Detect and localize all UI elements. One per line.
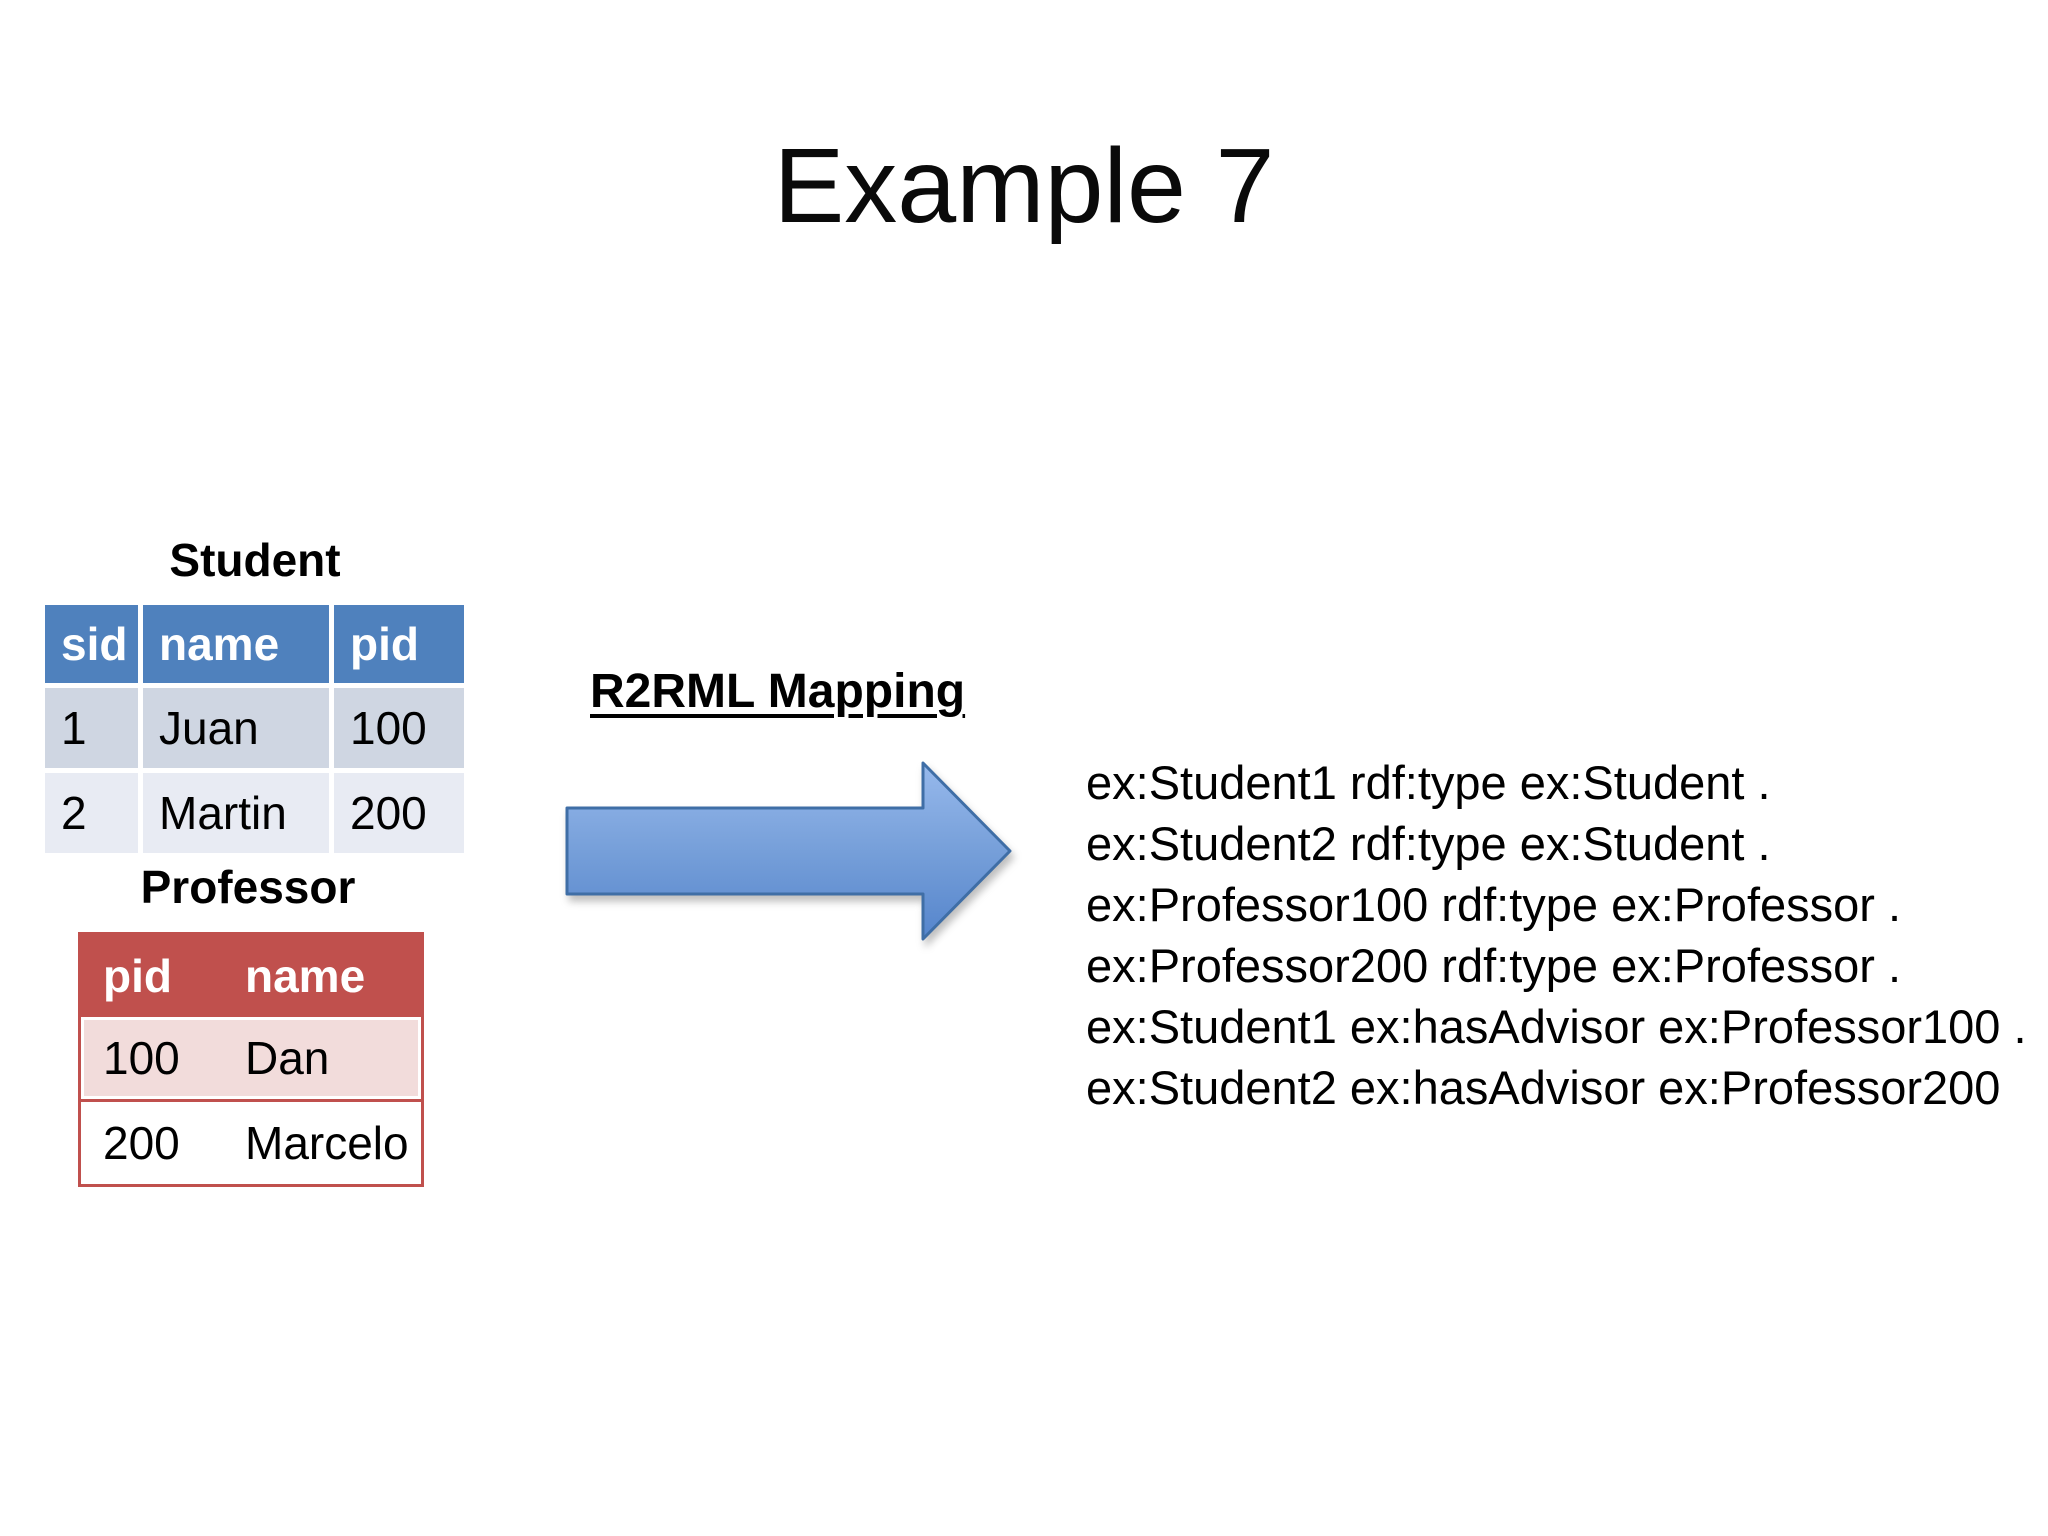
student-table: sid name pid 1 Juan 100 2 Martin 200	[45, 605, 464, 853]
student-header-sid: sid	[45, 605, 138, 683]
professor-header-name: name	[245, 950, 366, 1002]
professor-cell-pid: 200	[103, 1117, 180, 1169]
professor-cell-name: Dan	[245, 1032, 330, 1084]
professor-header-pid: pid	[103, 950, 172, 1002]
rdf-triple-line: ex:Student2 ex:hasAdvisor ex:Professor20…	[1086, 1061, 2001, 1114]
student-cell-pid: 200	[334, 773, 464, 853]
rdf-triple-line: ex:Student1 ex:hasAdvisor ex:Professor10…	[1086, 1000, 2027, 1053]
student-cell-sid: 2	[45, 773, 138, 853]
professor-row: 200 Marcelo	[81, 1099, 421, 1184]
student-cell-sid: 1	[45, 688, 138, 768]
rdf-triples-block: ex:Student1 rdf:type ex:Student . ex:Stu…	[1086, 752, 2027, 1118]
r2rml-mapping-label: R2RML Mapping	[590, 665, 966, 718]
student-cell-name: Juan	[143, 688, 329, 768]
slide-title: Example 7	[773, 127, 1275, 245]
professor-row: 100 Dan	[81, 1017, 421, 1099]
rdf-triple-line: ex:Student1 rdf:type ex:Student .	[1086, 756, 1771, 809]
student-table-title: Student	[169, 534, 341, 586]
rdf-triple-line: ex:Professor100 rdf:type ex:Professor .	[1086, 878, 1902, 931]
professor-table-title: Professor	[140, 861, 356, 913]
student-header-pid: pid	[334, 605, 464, 683]
right-arrow-icon	[565, 761, 1012, 941]
rdf-triple-line: ex:Student2 rdf:type ex:Student .	[1086, 817, 1771, 870]
student-cell-name: Martin	[143, 773, 329, 853]
professor-header-row: pid name	[81, 935, 421, 1017]
rdf-triple-line: ex:Professor200 rdf:type ex:Professor .	[1086, 939, 1902, 992]
professor-cell-name: Marcelo	[245, 1117, 409, 1169]
student-cell-pid: 100	[334, 688, 464, 768]
professor-cell-pid: 100	[103, 1032, 180, 1084]
professor-table: pid name 100 Dan 200 Marcelo	[78, 932, 424, 1187]
student-header-name: name	[143, 605, 329, 683]
